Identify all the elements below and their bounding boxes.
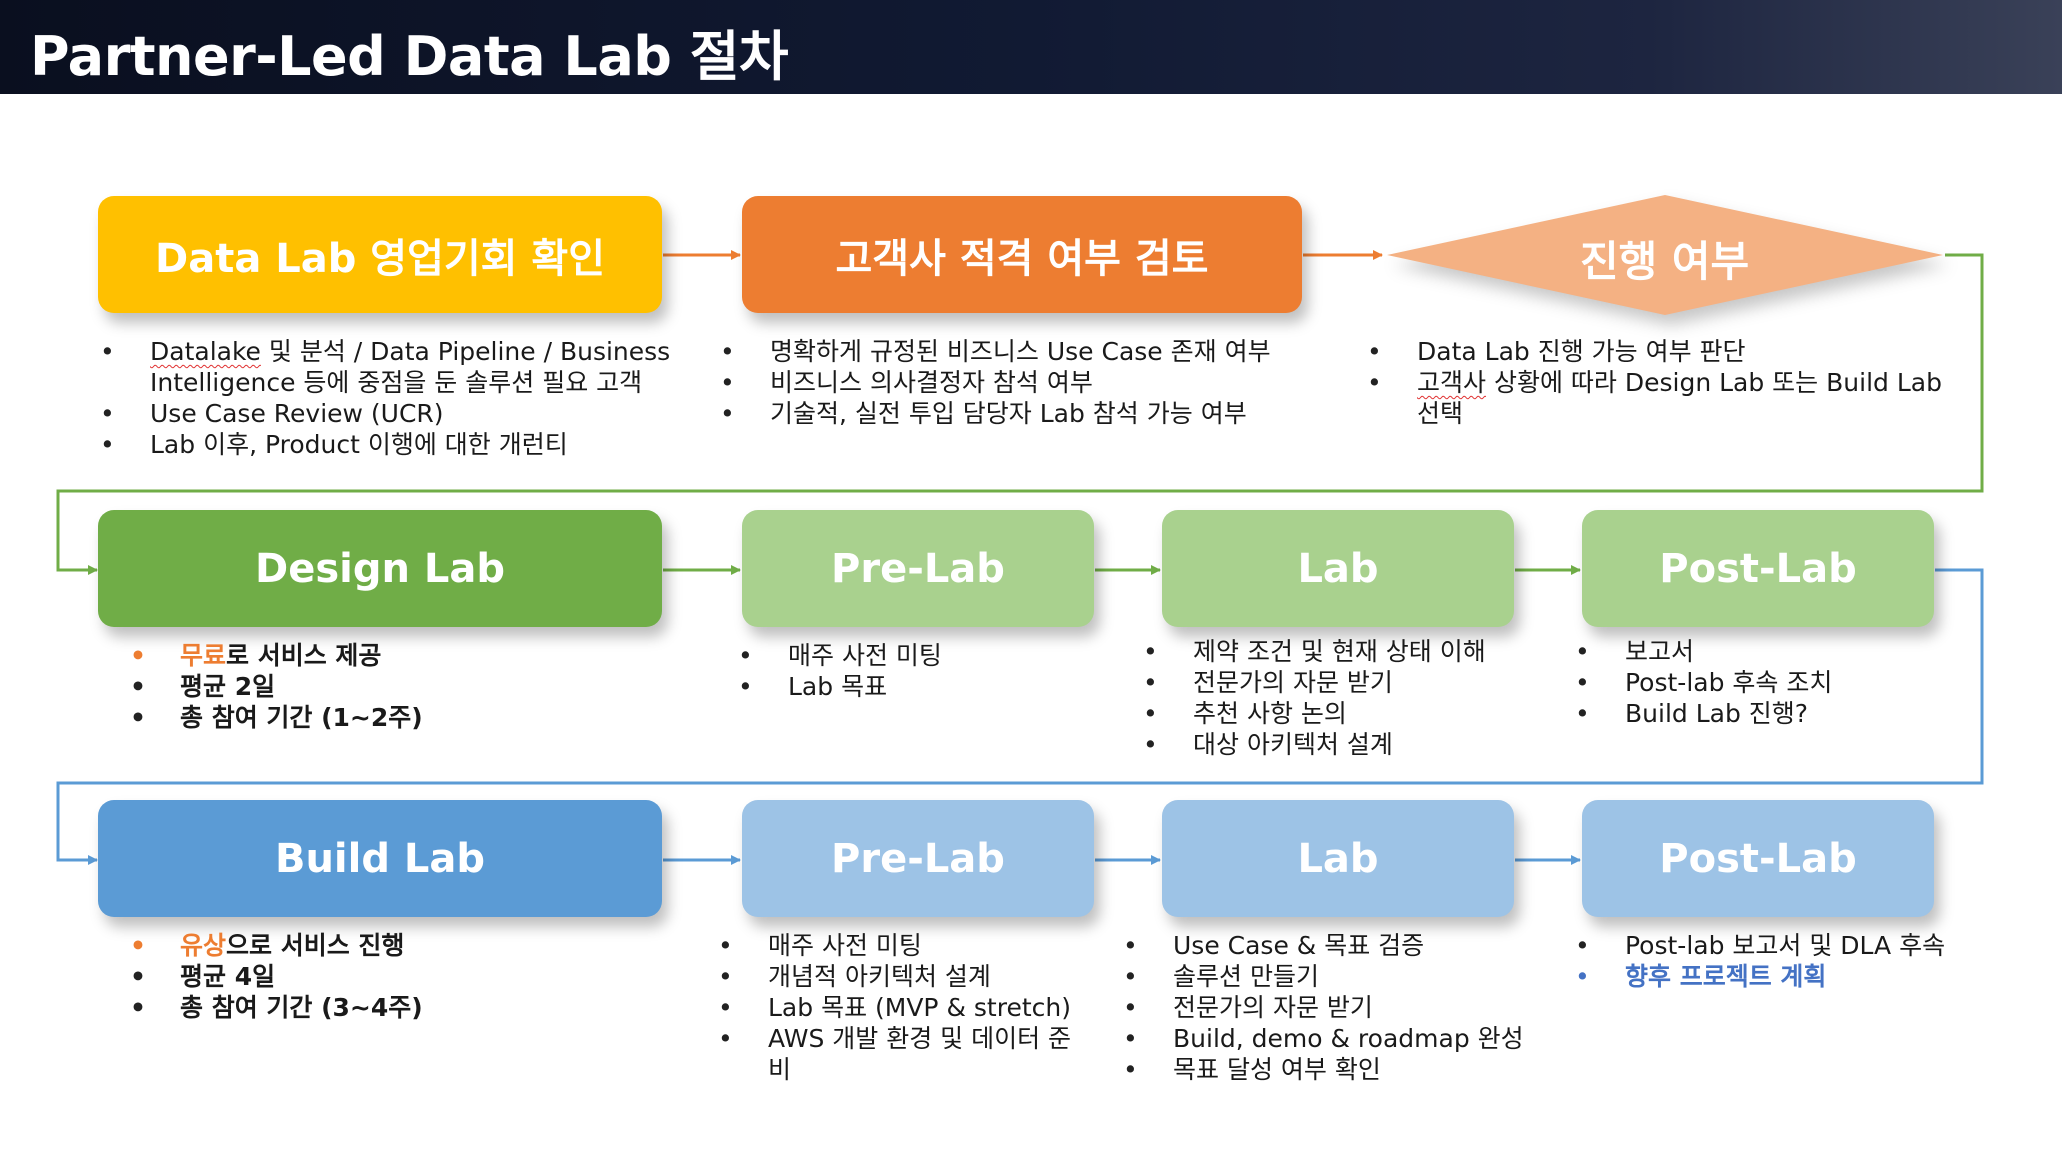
list-item: Build Lab 진행? <box>1575 698 1975 729</box>
step-data-lab-opportunity: Data Lab 영업기회 확인 <box>98 196 662 313</box>
list-item: Lab 목표 (MVP & stretch) <box>718 992 1088 1023</box>
list-item: 유상으로 서비스 진행 <box>130 930 650 961</box>
build-prelab-bullets: 매주 사전 미팅 개념적 아키텍처 설계 Lab 목표 (MVP & stret… <box>718 930 1088 1085</box>
build-prelab-label: Pre-Lab <box>831 835 1005 882</box>
step-customer-qualification: 고객사 적격 여부 검토 <box>742 196 1302 313</box>
build-postlab-box: Post-Lab <box>1582 800 1934 917</box>
step3-bullets: Data Lab 진행 가능 여부 판단 고객사 상황에 따라 Design L… <box>1367 336 1967 429</box>
design-lab-phase-box: Lab <box>1162 510 1514 627</box>
list-item: 고객사 상황에 따라 Design Lab 또는 Build Lab 선택 <box>1367 367 1967 429</box>
arrow-postlab-to-build-lab <box>56 568 1984 865</box>
list-item: 추천 사항 논의 <box>1143 698 1563 729</box>
list-item: AWS 개발 환경 및 데이터 준비 <box>718 1023 1088 1085</box>
list-item: 전문가의 자문 받기 <box>1123 992 1563 1023</box>
list-item: Build, demo & roadmap 완성 <box>1123 1023 1563 1054</box>
step-customer-qualification-label: 고객사 적격 여부 검토 <box>835 235 1209 282</box>
build-lab-phase-label: Lab <box>1297 835 1379 882</box>
list-item: 향후 프로젝트 계획 <box>1575 961 1995 992</box>
list-item: 비즈니스 의사결정자 참석 여부 <box>720 367 1340 398</box>
list-item: Datalake 및 분석 / Data Pipeline / Business… <box>100 336 680 398</box>
build-postlab-bullets: Post-lab 보고서 및 DLA 후속 향후 프로젝트 계획 <box>1575 930 1995 992</box>
list-item: 매주 사전 미팅 <box>718 930 1088 961</box>
list-item: 목표 달성 여부 확인 <box>1123 1054 1563 1085</box>
build-lab-phase-bullets: Use Case & 목표 검증 솔루션 만들기 전문가의 자문 받기 Buil… <box>1123 930 1563 1085</box>
list-item: 개념적 아키텍처 설계 <box>718 961 1088 992</box>
list-item: Lab 이후, Product 이행에 대한 개런티 <box>100 429 680 460</box>
list-item: Post-lab 후속 조치 <box>1575 667 1975 698</box>
list-item: 무료로 서비스 제공 <box>130 640 650 671</box>
design-lab-box: Design Lab <box>98 510 662 627</box>
build-prelab-box: Pre-Lab <box>742 800 1094 917</box>
build-lab-label: Build Lab <box>274 835 486 882</box>
page-title: Partner-Led Data Lab 절차 <box>30 25 789 88</box>
list-item: 매주 사전 미팅 <box>738 640 1118 671</box>
step2-bullets: 명확하게 규정된 비즈니스 Use Case 존재 여부 비즈니스 의사결정자 … <box>720 336 1340 429</box>
step1-bullets: Datalake 및 분석 / Data Pipeline / Business… <box>100 336 680 460</box>
title-bar: Partner-Led Data Lab 절차 <box>0 0 2062 94</box>
design-prelab-box: Pre-Lab <box>742 510 1094 627</box>
design-postlab-label: Post-Lab <box>1659 545 1857 592</box>
list-item: 명확하게 규정된 비즈니스 Use Case 존재 여부 <box>720 336 1340 367</box>
list-item: 제약 조건 및 현재 상태 이해 <box>1143 636 1563 667</box>
list-item: Use Case & 목표 검증 <box>1123 930 1563 961</box>
design-prelab-bullets: 매주 사전 미팅 Lab 목표 <box>738 640 1118 702</box>
decision-label: 진행 여부 <box>1580 237 1750 286</box>
build-postlab-label: Post-Lab <box>1659 835 1857 882</box>
decision-diamond <box>1387 195 1943 315</box>
build-lab-bullets: 유상으로 서비스 진행 평균 4일 총 참여 기간 (3~4주) <box>130 930 650 1023</box>
list-item: 기술적, 실전 투입 담당자 Lab 참석 가능 여부 <box>720 398 1340 429</box>
list-item: 총 참여 기간 (1~2주) <box>130 702 650 733</box>
arrow-decision-to-design-lab <box>56 253 1984 575</box>
list-item: Post-lab 보고서 및 DLA 후속 <box>1575 930 1995 961</box>
design-prelab-label: Pre-Lab <box>831 545 1005 592</box>
list-item: Lab 목표 <box>738 671 1118 702</box>
list-item: 전문가의 자문 받기 <box>1143 667 1563 698</box>
design-postlab-bullets: 보고서 Post-lab 후속 조치 Build Lab 진행? <box>1575 636 1975 729</box>
build-lab-phase-box: Lab <box>1162 800 1514 917</box>
design-postlab-box: Post-Lab <box>1582 510 1934 627</box>
list-item: 평균 4일 <box>130 961 650 992</box>
design-lab-bullets: 무료로 서비스 제공 평균 2일 총 참여 기간 (1~2주) <box>130 640 650 733</box>
list-item: Data Lab 진행 가능 여부 판단 <box>1367 336 1967 367</box>
list-item: 보고서 <box>1575 636 1975 667</box>
step-data-lab-opportunity-label: Data Lab 영업기회 확인 <box>155 235 605 282</box>
list-item: 평균 2일 <box>130 671 650 702</box>
design-lab-phase-bullets: 제약 조건 및 현재 상태 이해 전문가의 자문 받기 추천 사항 논의 대상 … <box>1143 636 1563 760</box>
list-item: Use Case Review (UCR) <box>100 398 680 429</box>
list-item: 총 참여 기간 (3~4주) <box>130 992 650 1023</box>
design-lab-phase-label: Lab <box>1297 545 1379 592</box>
list-item: 솔루션 만들기 <box>1123 961 1563 992</box>
build-lab-box: Build Lab <box>98 800 662 917</box>
design-lab-label: Design Lab <box>255 545 505 592</box>
list-item: 대상 아키텍처 설계 <box>1143 729 1563 760</box>
